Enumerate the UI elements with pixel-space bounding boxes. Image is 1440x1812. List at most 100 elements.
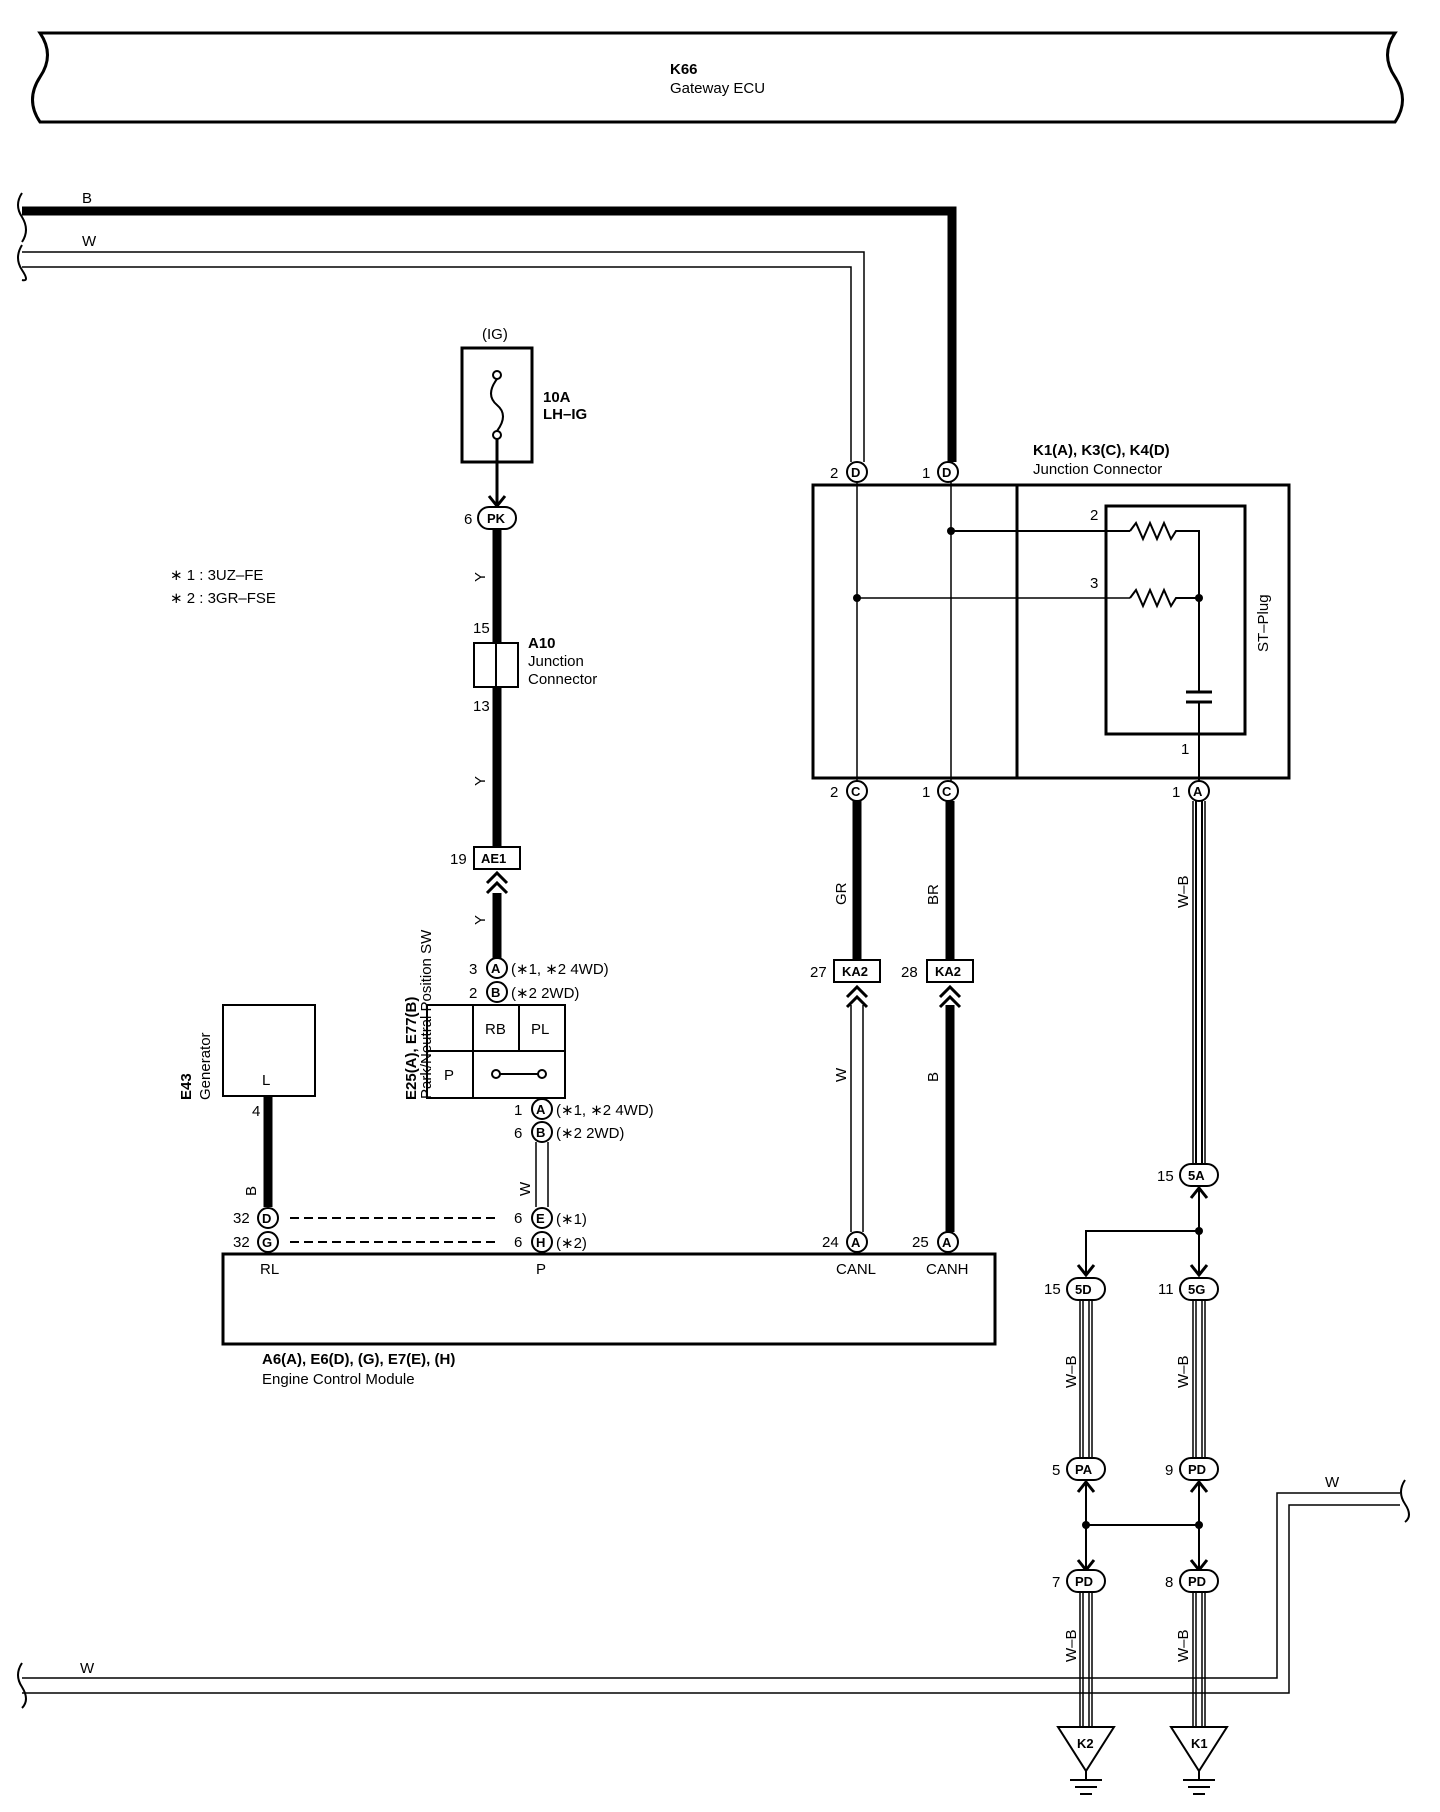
svg-text:7: 7 <box>1052 1574 1060 1591</box>
a10-pin-bottom: 13 <box>473 698 490 715</box>
svg-text:KA2: KA2 <box>842 964 868 979</box>
model-notes: ∗ 1 : 3UZ–FE ∗ 2 : 3GR–FSE <box>170 567 276 607</box>
pk-pin: 6 <box>464 511 472 528</box>
svg-text:(∗2 2WD): (∗2 2WD) <box>556 1125 624 1142</box>
svg-text:P: P <box>444 1067 454 1084</box>
ecm-connector-pins: 32 D 32 G 6 E (∗1) 6 H (∗2) 24 A 25 A <box>233 1207 959 1253</box>
svg-text:PL: PL <box>531 1021 549 1038</box>
splice-pa: 5 PA <box>1052 1457 1106 1481</box>
ae1-label: AE1 <box>481 851 506 866</box>
note-1: ∗ 1 : 3UZ–FE <box>170 567 263 584</box>
svg-text:2: 2 <box>1090 507 1098 524</box>
svg-text:A: A <box>491 961 501 976</box>
svg-text:P: P <box>536 1261 546 1278</box>
svg-text:D: D <box>851 465 860 480</box>
svg-text:27: 27 <box>810 964 827 981</box>
wire-label-b: B <box>82 190 92 207</box>
svg-text:1: 1 <box>922 465 930 482</box>
svg-text:5A: 5A <box>1188 1168 1205 1183</box>
svg-text:G: G <box>262 1235 272 1250</box>
svg-text:3: 3 <box>1090 575 1098 592</box>
svg-text:H: H <box>536 1235 545 1250</box>
wire-label-y2: Y <box>472 776 489 786</box>
connector-pk: 6 PK <box>464 506 517 530</box>
svg-text:B: B <box>536 1125 545 1140</box>
svg-text:RL: RL <box>260 1261 279 1278</box>
svg-text:(∗1, ∗2 4WD): (∗1, ∗2 4WD) <box>556 1102 654 1119</box>
generator-code: E43 <box>178 1073 195 1100</box>
svg-text:K1: K1 <box>1191 1736 1208 1751</box>
wire-label-k2-wb: W–B <box>1063 1629 1080 1662</box>
engine-control-module: RL P CANL CANH A6(A), E6(D), (G), E7(E),… <box>221 1252 997 1388</box>
a10-name1: Junction <box>528 653 584 670</box>
wire-label-gr: GR <box>833 882 850 905</box>
ae1-pin: 19 <box>450 851 467 868</box>
park-neutral-switch: RB PL P E25(A), E77(B) Park/Neutral Posi… <box>403 929 566 1100</box>
junction-name: Junction Connector <box>1033 461 1162 478</box>
svg-text:5D: 5D <box>1075 1282 1092 1297</box>
wire-label-canh-b: B <box>925 1072 942 1082</box>
svg-text:32: 32 <box>233 1234 250 1251</box>
junction-codes: K1(A), K3(C), K4(D) <box>1033 442 1170 459</box>
svg-text:32: 32 <box>233 1210 250 1227</box>
svg-text:CANL: CANL <box>836 1261 876 1278</box>
splice-pd-7: 7 PD <box>1052 1569 1106 1593</box>
svg-text:5: 5 <box>1052 1462 1060 1479</box>
splice-pd-8: 8 PD <box>1165 1569 1219 1593</box>
generator: L E43 Generator 4 <box>178 1004 316 1120</box>
svg-text:B: B <box>491 985 500 1000</box>
splice-5d: 15 5D <box>1044 1277 1106 1301</box>
ground-k2: K2 <box>1056 1726 1116 1795</box>
st-plug-label: ST–Plug <box>1255 594 1272 652</box>
gateway-ecu: K66 Gateway ECU <box>31 31 1404 124</box>
connector-a10: 15 13 A10 Junction Connector <box>473 620 597 715</box>
switch-name: Park/Neutral Position SW <box>418 929 435 1099</box>
ecm-name: Engine Control Module <box>262 1371 415 1388</box>
connector-ka2: 27 KA2 28 KA2 <box>810 959 974 1009</box>
svg-text:6: 6 <box>514 1210 522 1227</box>
svg-text:PD: PD <box>1075 1574 1093 1589</box>
svg-text:1: 1 <box>922 784 930 801</box>
svg-text:A: A <box>536 1102 546 1117</box>
svg-text:PD: PD <box>1188 1574 1206 1589</box>
wire-label-canl-w: W <box>833 1067 850 1082</box>
wire-label-right-w: W <box>1325 1474 1340 1491</box>
svg-text:KA2: KA2 <box>935 964 961 979</box>
svg-text:D: D <box>262 1211 271 1226</box>
gateway-name: Gateway ECU <box>670 80 765 97</box>
switch-top-pins: 3 A (∗1, ∗2 4WD) 2 B (∗2 2WD) <box>469 957 609 1003</box>
a10-code: A10 <box>528 635 556 652</box>
svg-text:6: 6 <box>514 1234 522 1251</box>
wire-top-b: B <box>17 190 957 462</box>
svg-text:24: 24 <box>822 1234 839 1251</box>
svg-text:1: 1 <box>1172 784 1180 801</box>
svg-text:28: 28 <box>901 964 918 981</box>
a10-name2: Connector <box>528 671 597 688</box>
svg-text:5G: 5G <box>1188 1282 1205 1297</box>
svg-text:15: 15 <box>1044 1281 1061 1298</box>
connector-ae1: 19 AE1 <box>450 846 521 895</box>
wire-label-br: BR <box>925 884 942 905</box>
svg-text:C: C <box>942 784 952 799</box>
fuse-rating: 10A <box>543 389 571 406</box>
svg-text:9: 9 <box>1165 1462 1173 1479</box>
ground-k1: K1 <box>1169 1726 1229 1795</box>
svg-text:C: C <box>851 784 861 799</box>
wire-label-y3: Y <box>472 915 489 925</box>
svg-text:PD: PD <box>1188 1462 1206 1477</box>
switch-bottom-pins: 1 A (∗1, ∗2 4WD) 6 B (∗2 2WD) <box>514 1098 654 1143</box>
pk-label: PK <box>487 511 506 526</box>
wire-bottom-w: W W <box>17 1474 1410 1709</box>
svg-text:1: 1 <box>1181 741 1189 758</box>
svg-text:RB: RB <box>485 1021 506 1038</box>
wire-label-gen-b: B <box>243 1186 260 1196</box>
svg-text:2: 2 <box>830 784 838 801</box>
wire-label-w: W <box>82 233 97 250</box>
generator-name: Generator <box>197 1032 214 1100</box>
svg-text:6: 6 <box>514 1125 522 1142</box>
svg-text:11: 11 <box>1158 1281 1174 1298</box>
svg-text:4: 4 <box>252 1103 260 1120</box>
wire-label-y1: Y <box>472 572 489 582</box>
wire-label-st-wb: W–B <box>1175 875 1192 908</box>
